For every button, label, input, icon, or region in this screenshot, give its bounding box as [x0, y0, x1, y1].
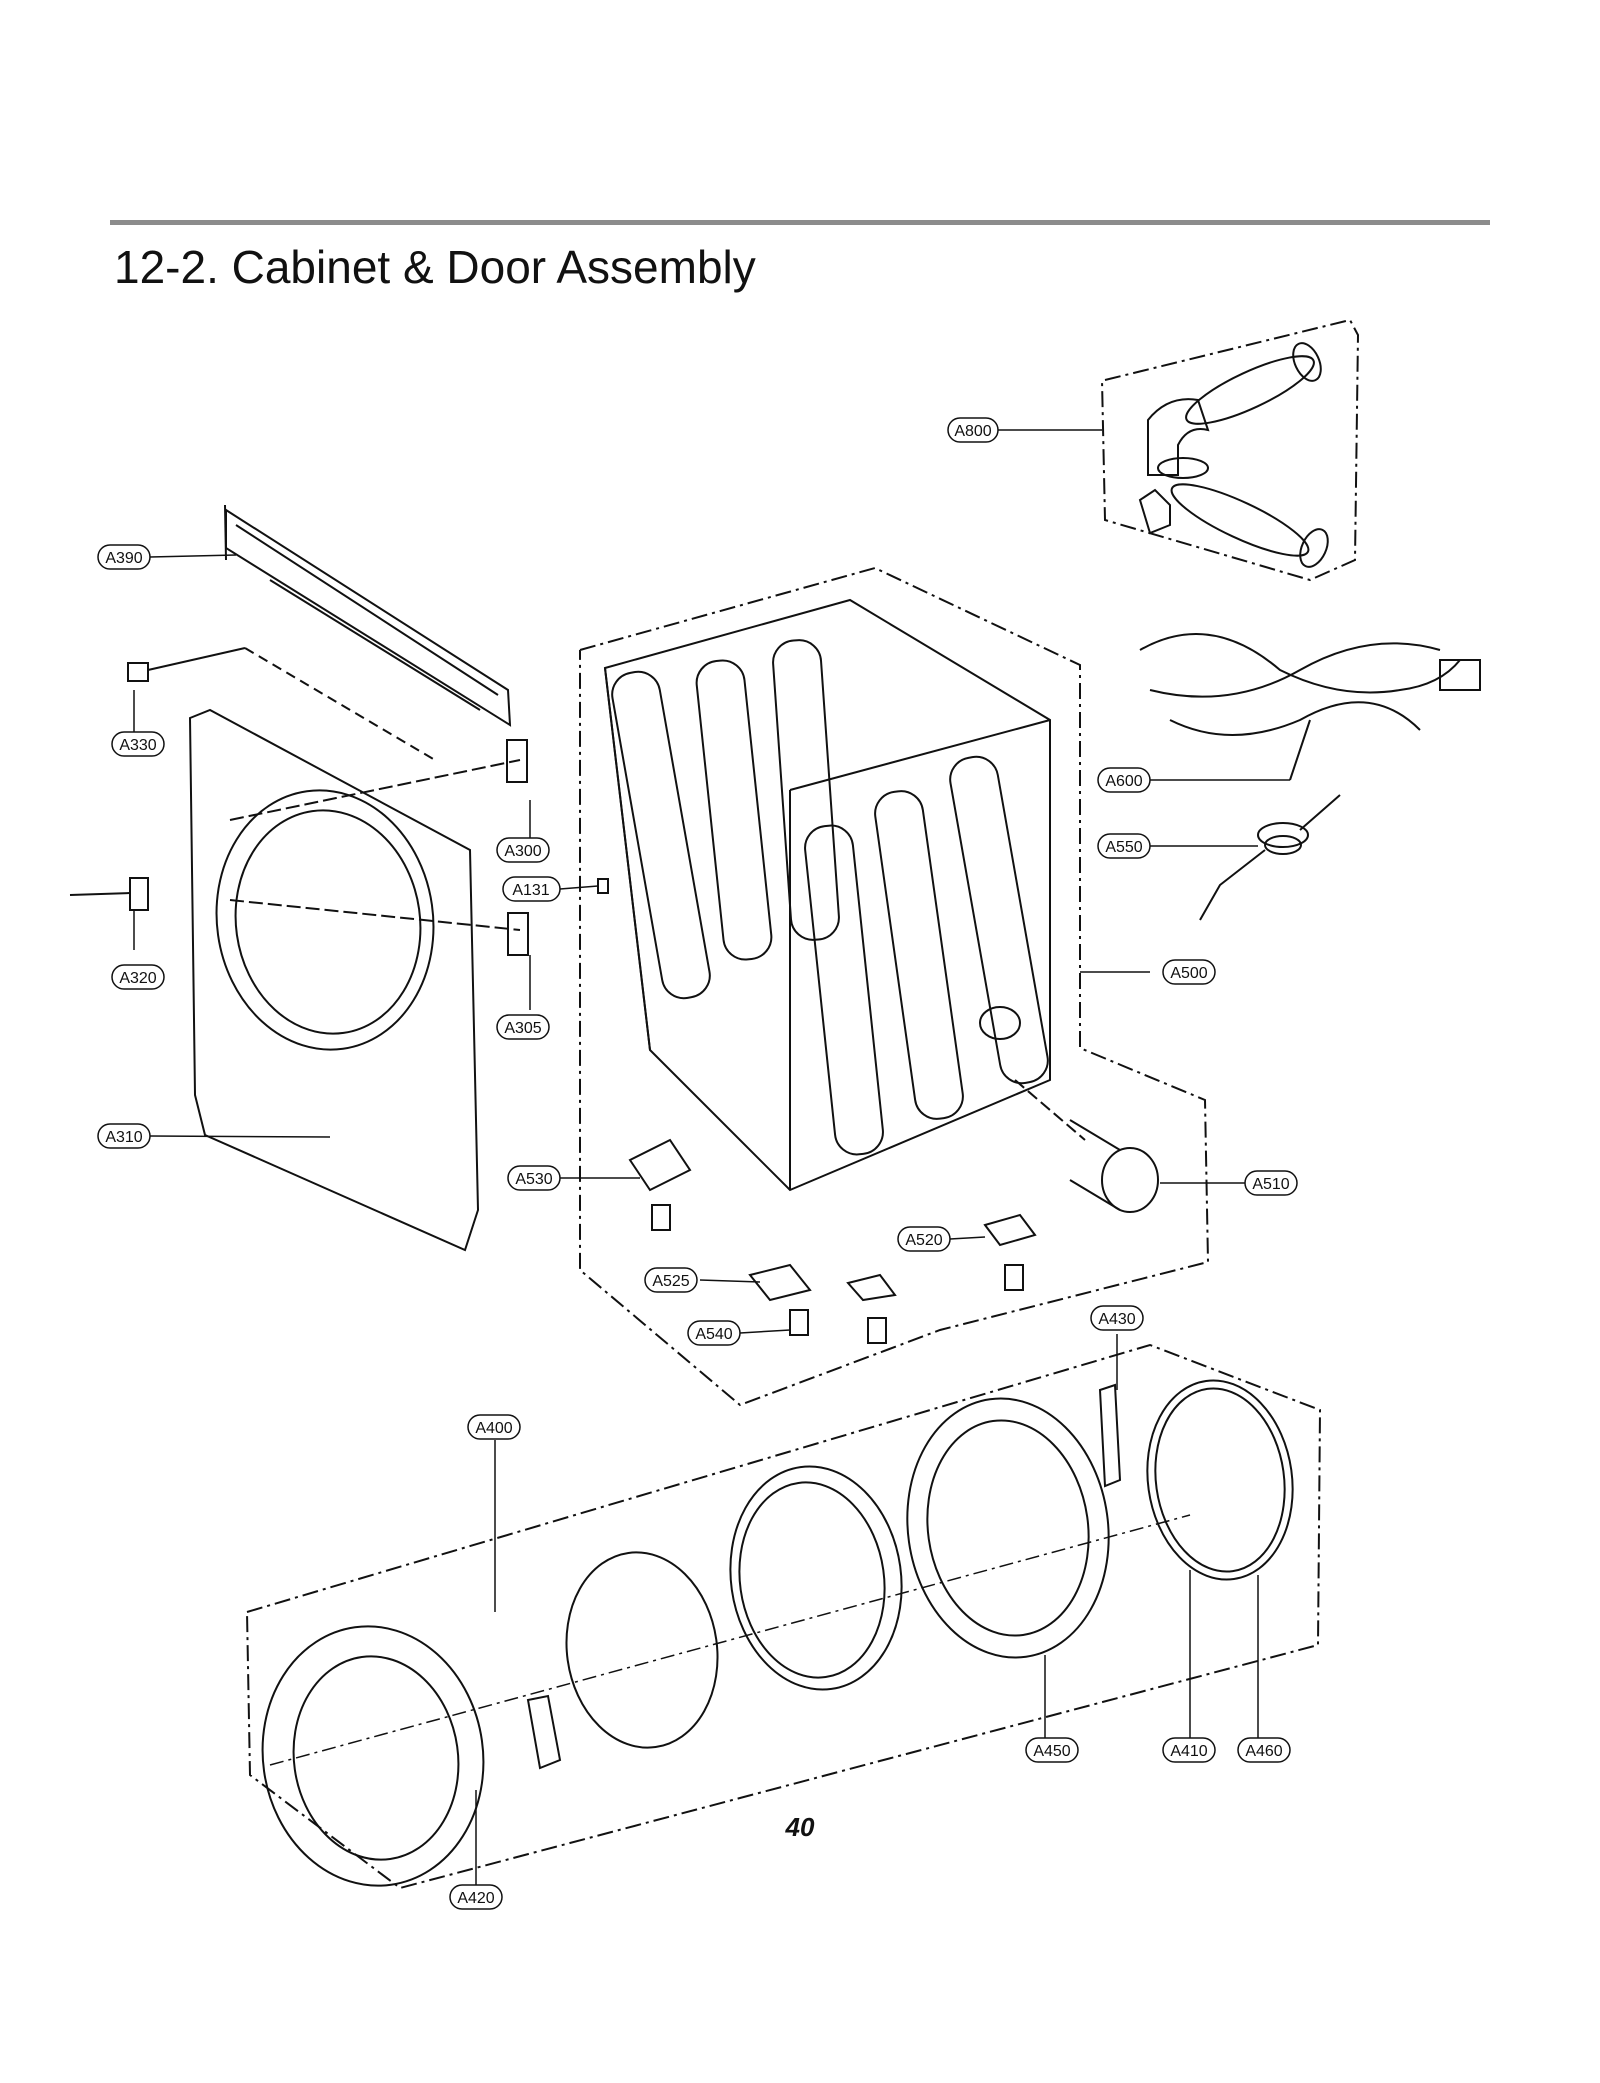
callout-A131: A131 [502, 876, 561, 902]
door-inner-glass [729, 1465, 903, 1691]
duct-kit-boundary [1101, 318, 1360, 582]
callout-A420-label: A420 [457, 1890, 494, 1907]
callout-A510-label: A510 [1252, 1176, 1289, 1193]
callout-A310-label: A310 [105, 1129, 142, 1146]
callout-A530-label: A530 [515, 1171, 552, 1188]
callout-A500-frame [1162, 959, 1216, 985]
callout-A600-frame [1097, 767, 1151, 793]
bracket-upper [506, 739, 528, 783]
callout-A540: A540 [687, 1320, 741, 1346]
callout-A330: A330 [111, 731, 165, 757]
callout-A450-frame [1025, 1737, 1079, 1763]
callout-A430: A430 [1090, 1305, 1144, 1331]
callout-A500: A500 [1162, 959, 1216, 985]
callout-A310: A310 [97, 1123, 151, 1149]
callout-A600-label: A600 [1105, 773, 1142, 790]
callout-A540-frame [687, 1320, 741, 1346]
callout-A390-frame [97, 544, 151, 570]
callout-A520: A520 [897, 1226, 951, 1252]
callout-A530: A530 [507, 1165, 561, 1191]
callout-A520-frame [897, 1226, 951, 1252]
page-number: 40 [785, 1812, 815, 1842]
callout-A310-frame [97, 1123, 151, 1149]
callout-A400: A400 [467, 1414, 521, 1440]
callout-A410-label: A410 [1170, 1743, 1207, 1760]
callout-A800-label: A800 [954, 423, 991, 440]
callout-A420-frame [449, 1884, 503, 1910]
cabinet-group [579, 566, 1210, 1407]
bracket-part [127, 647, 436, 761]
callout-A400-label: A400 [475, 1420, 512, 1437]
callout-A410-frame [1162, 1737, 1216, 1763]
callout-A520-label: A520 [905, 1232, 942, 1249]
callout-A305-frame [496, 1014, 550, 1040]
callout-A420: A420 [449, 1884, 503, 1910]
callout-A300-label: A300 [504, 843, 541, 860]
callout-A460-label: A460 [1245, 1743, 1282, 1760]
door-group [246, 1343, 1322, 1890]
callout-A450-label: A450 [1033, 1743, 1070, 1760]
callout-A305-label: A305 [504, 1020, 541, 1037]
callout-A131-label: A131 [512, 882, 549, 899]
callout-A450: A450 [1025, 1737, 1079, 1763]
front-panel-part [188, 708, 521, 1252]
callout-A460-frame [1237, 1737, 1291, 1763]
callout-A500-label: A500 [1170, 965, 1207, 982]
callout-A305: A305 [496, 1014, 550, 1040]
callout-A400-frame [467, 1414, 521, 1440]
vent-duct-part [1014, 1079, 1159, 1213]
duct-kit-group [1101, 318, 1360, 582]
callout-A550: A550 [1097, 833, 1151, 859]
callout-A800-frame [947, 417, 999, 443]
callout-A320-frame [111, 964, 165, 990]
callout-A410: A410 [1162, 1737, 1216, 1763]
latch-part [129, 877, 149, 911]
callout-A550-label: A550 [1105, 839, 1142, 856]
bracket-lower [507, 912, 529, 956]
callout-A300-frame [496, 837, 550, 863]
clip-part [597, 878, 609, 894]
callout-A390: A390 [97, 544, 151, 570]
callout-A525-frame [644, 1267, 698, 1293]
callout-A540-label: A540 [695, 1326, 732, 1343]
callout-A390-label: A390 [105, 550, 142, 567]
door-glass [565, 1551, 719, 1749]
callout-A800: A800 [947, 417, 999, 443]
leader-lines [133, 429, 1290, 1885]
callout-A300: A300 [496, 837, 550, 863]
callout-A510-frame [1244, 1170, 1298, 1196]
callout-A460: A460 [1237, 1737, 1291, 1763]
door-boundary [246, 1343, 1322, 1890]
callout-A600: A600 [1097, 767, 1151, 793]
callout-A530-frame [507, 1165, 561, 1191]
callout-A330-label: A330 [119, 737, 156, 754]
title-rule [110, 220, 1490, 225]
door-frame-ring [906, 1397, 1110, 1659]
door-gasket-ring [1146, 1379, 1294, 1581]
rear-panel-part [224, 504, 512, 727]
leg-brackets [628, 1138, 1037, 1344]
callout-A525-label: A525 [652, 1273, 689, 1290]
power-cord-part [1199, 794, 1341, 921]
door-outer-ring [261, 1625, 485, 1887]
callout-A330-frame [111, 731, 165, 757]
cabinet-boundary [579, 566, 1210, 1407]
callout-A550-frame [1097, 833, 1151, 859]
callout-A525: A525 [644, 1267, 698, 1293]
callout-A430-frame [1090, 1305, 1144, 1331]
callout-A131-frame [502, 876, 561, 902]
page-title: 12-2. Cabinet & Door Assembly [114, 241, 756, 293]
callout-A320: A320 [111, 964, 165, 990]
wire-harness-part [1139, 633, 1481, 781]
callout-A430-label: A430 [1098, 1311, 1135, 1328]
callout-A510: A510 [1244, 1170, 1298, 1196]
callout-A320-label: A320 [119, 970, 156, 987]
